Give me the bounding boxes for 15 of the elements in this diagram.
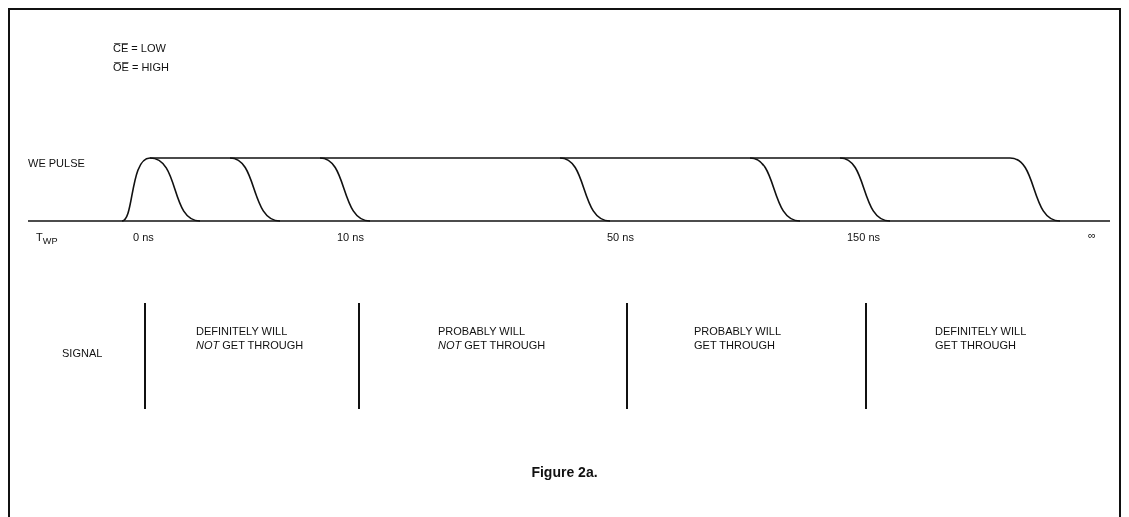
tick-label: 10 ns bbox=[337, 230, 364, 244]
signal-name: WE PULSE bbox=[28, 156, 85, 170]
tick-label: ∞ bbox=[1088, 228, 1096, 242]
row-label: SIGNAL bbox=[62, 346, 103, 360]
tick-label: 0 ns bbox=[133, 230, 154, 244]
axis-label: T$_{WP}$ bbox=[36, 230, 58, 249]
signal-condition: O̅E̅ = HIGH bbox=[113, 60, 169, 74]
tick-label: 150 ns bbox=[847, 230, 881, 244]
region-note: PROBABLY WILL NOT GET THROUGH bbox=[438, 324, 547, 352]
region-note: PROBABLY WILL GET THROUGH bbox=[694, 324, 782, 352]
signal-condition: C̅E̅ = LOW bbox=[113, 41, 166, 55]
region-note: DEFINITELY WILL GET THROUGH bbox=[935, 324, 1027, 352]
tick-label: 50 ns bbox=[607, 230, 634, 244]
figure-caption: Figure 2a. bbox=[531, 464, 598, 480]
region-note: DEFINITELY WILL NOT GET THROUGH bbox=[196, 324, 305, 352]
